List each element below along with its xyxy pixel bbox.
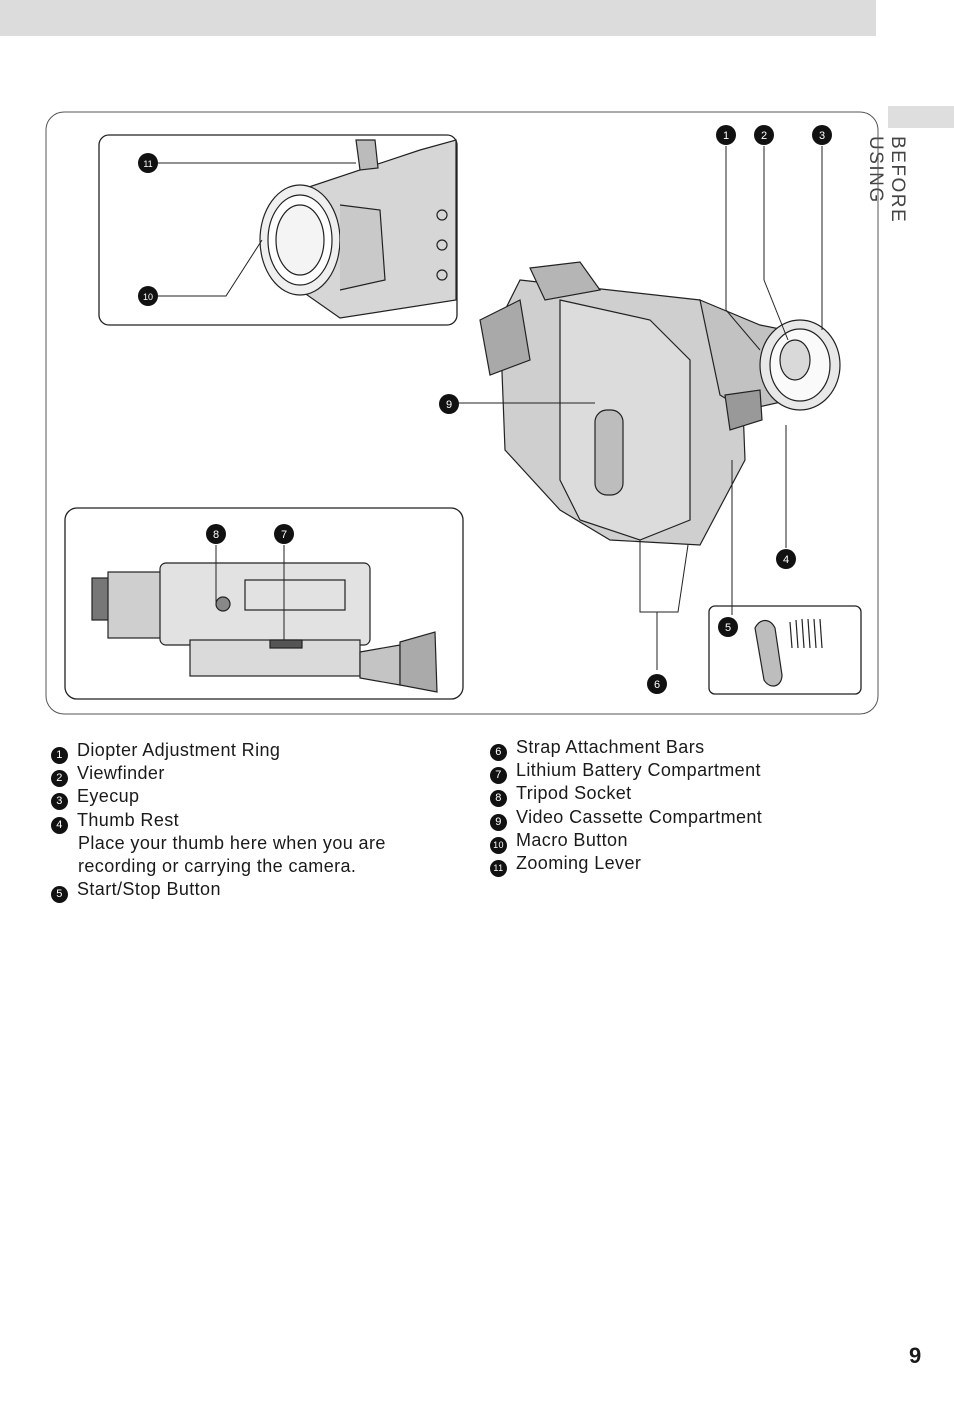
callout-battery: 7 (274, 524, 294, 544)
callout-strap: 6 (647, 674, 667, 694)
lens-inset-box (98, 134, 458, 326)
callout-viewfinder: 2 (754, 125, 774, 145)
svg-text:5: 5 (725, 622, 731, 634)
callout-thumb-rest: 4 (776, 549, 796, 569)
start-stop-illustration (754, 618, 823, 687)
bottom-view-inset-box (64, 507, 464, 700)
svg-text:6: 6 (654, 679, 660, 691)
callout-diopter: 1 (716, 125, 736, 145)
svg-text:7: 7 (281, 529, 287, 541)
camcorder-illustration (479, 261, 841, 546)
svg-text:9: 9 (446, 399, 452, 411)
svg-text:11: 11 (143, 159, 152, 169)
callout-zoom: 11 (138, 153, 158, 173)
diagram-frame (45, 111, 879, 715)
svg-text:8: 8 (213, 529, 219, 541)
svg-text:10: 10 (143, 292, 153, 302)
callout-eyecup: 3 (812, 125, 832, 145)
thumb-rest-note-line-1: Place your thumb here when you are (78, 832, 386, 853)
callout-cassette: 9 (439, 394, 459, 414)
callout-start-stop: 5 (718, 617, 738, 637)
callout-macro: 10 (138, 286, 158, 306)
svg-text:1: 1 (723, 130, 729, 142)
section-tab-label: BEFORE USING (865, 136, 908, 224)
section-tab-band (888, 106, 954, 128)
top-grey-band (0, 0, 876, 36)
page-number: 9 (909, 1343, 922, 1368)
start-stop-inset-box (708, 605, 862, 695)
bottom-view-illustration (91, 562, 438, 693)
callout-tripod: 8 (206, 524, 226, 544)
svg-text:3: 3 (819, 130, 825, 142)
thumb-rest-note-line-2: recording or carrying the camera. (78, 856, 357, 877)
camcorder-diagram: 1 2 3 4 5 6 7 8 9 10 11 (45, 111, 879, 715)
svg-text:2: 2 (761, 130, 767, 142)
lens-closeup-illustration (259, 139, 457, 319)
svg-text:4: 4 (783, 554, 789, 566)
